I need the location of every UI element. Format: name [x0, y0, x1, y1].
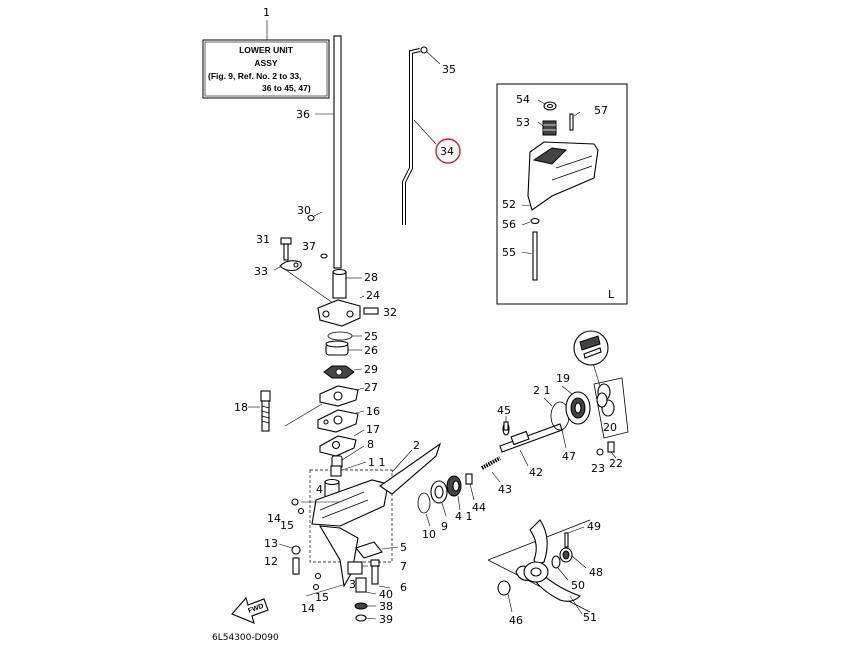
- drawing-code: 6L54300-D090: [212, 633, 279, 643]
- forward-gear-group: [417, 473, 475, 527]
- part-number-labels: 1 2 3 4 5 6 7 8 9 10 1 1 12 13 14 14 15 …: [234, 6, 623, 627]
- highlight-circle-34: [435, 138, 461, 164]
- part-label-30: 30: [297, 204, 311, 217]
- propeller-group: [487, 519, 591, 615]
- part-label-6: 6: [400, 581, 407, 594]
- inset-detail-box: [496, 83, 628, 305]
- assembly-subtitle: ASSY: [254, 58, 277, 68]
- part-label-42: 42: [529, 466, 543, 479]
- part-label-14b: 14: [301, 602, 315, 615]
- part-label-53: 53: [516, 116, 530, 129]
- water-pump-fasteners: [273, 211, 341, 309]
- part-label-21: 2 1: [533, 384, 551, 397]
- part-label-25: 25: [364, 330, 378, 343]
- part-label-32: 32: [383, 306, 397, 319]
- part-label-34: 34: [440, 145, 454, 158]
- part-label-12: 12: [264, 555, 278, 568]
- right-bushings: [573, 330, 629, 459]
- part-label-57: 57: [594, 104, 608, 117]
- part-label-35: 35: [442, 63, 456, 76]
- part-label-51: 51: [583, 611, 597, 624]
- part-label-52: 52: [502, 198, 516, 211]
- part-label-15a: 15: [280, 519, 294, 532]
- part-label-13: 13: [264, 537, 278, 550]
- water-pump-stack: [284, 268, 379, 469]
- drive-shaft: [315, 35, 342, 269]
- part-label-5: 5: [400, 541, 407, 554]
- part-label-29: 29: [364, 363, 378, 376]
- lower-fasteners: [354, 577, 377, 622]
- part-label-38: 38: [379, 600, 393, 613]
- part-label-36: 36: [296, 108, 310, 121]
- part-label-45: 45: [497, 404, 511, 417]
- part-label-11: 1 1: [368, 456, 386, 469]
- part-label-44: 44: [472, 501, 486, 514]
- gear-case: [301, 442, 442, 597]
- part-label-15b: 15: [315, 591, 329, 604]
- part-label-1: 1: [263, 6, 270, 19]
- propeller-shaft-group: [481, 416, 563, 483]
- part-label-19: 19: [556, 372, 570, 385]
- part-label-46: 46: [509, 614, 523, 627]
- part-label-43: 43: [498, 483, 512, 496]
- part-label-50: 50: [571, 579, 585, 592]
- part-label-40: 40: [379, 588, 393, 601]
- inset-label: L: [608, 288, 615, 301]
- part-label-49: 49: [587, 520, 601, 533]
- part-label-54: 54: [516, 93, 530, 106]
- part-label-47: 47: [562, 450, 576, 463]
- part-label-2: 2: [413, 439, 420, 452]
- part-label-24: 24: [366, 289, 380, 302]
- forward-direction-arrow: FWD: [231, 596, 269, 624]
- assembly-title: LOWER UNIT: [239, 45, 294, 55]
- part-label-33: 33: [254, 265, 268, 278]
- part-label-27: 27: [364, 381, 378, 394]
- part-label-41: 4 1: [455, 510, 473, 523]
- part-label-37: 37: [302, 240, 316, 253]
- left-fasteners: [278, 498, 322, 591]
- shift-rod: [402, 46, 461, 225]
- assembly-ref-line2: 36 to 45, 47): [262, 83, 311, 93]
- part-label-26: 26: [364, 344, 378, 357]
- part-label-17: 17: [366, 423, 380, 436]
- part-label-28: 28: [364, 271, 378, 284]
- part-label-22: 22: [609, 457, 623, 470]
- part-label-10: 10: [422, 528, 436, 541]
- assembly-ref-line1: (Fig. 9, Ref. No. 2 to 33,: [208, 71, 302, 81]
- part-label-23: 23: [591, 462, 605, 475]
- part-label-16: 16: [366, 405, 380, 418]
- part-label-18: 18: [234, 401, 248, 414]
- part-label-55: 55: [502, 246, 516, 259]
- part-label-39: 39: [379, 613, 393, 626]
- part-label-31: 31: [256, 233, 270, 246]
- part-label-56: 56: [502, 218, 516, 231]
- bolt-18: [248, 390, 271, 432]
- part-label-8: 8: [367, 438, 374, 451]
- part-label-20: 20: [603, 421, 617, 434]
- part-label-14a: 14: [267, 512, 281, 525]
- bearing-housing: [543, 385, 591, 449]
- part-label-9: 9: [441, 520, 448, 533]
- part-label-3: 3: [349, 578, 356, 591]
- assembly-reference-box: LOWER UNIT ASSY (Fig. 9, Ref. No. 2 to 3…: [202, 20, 330, 99]
- part-label-7: 7: [400, 560, 407, 573]
- part-label-4: 4: [316, 483, 323, 496]
- part-label-48: 48: [589, 566, 603, 579]
